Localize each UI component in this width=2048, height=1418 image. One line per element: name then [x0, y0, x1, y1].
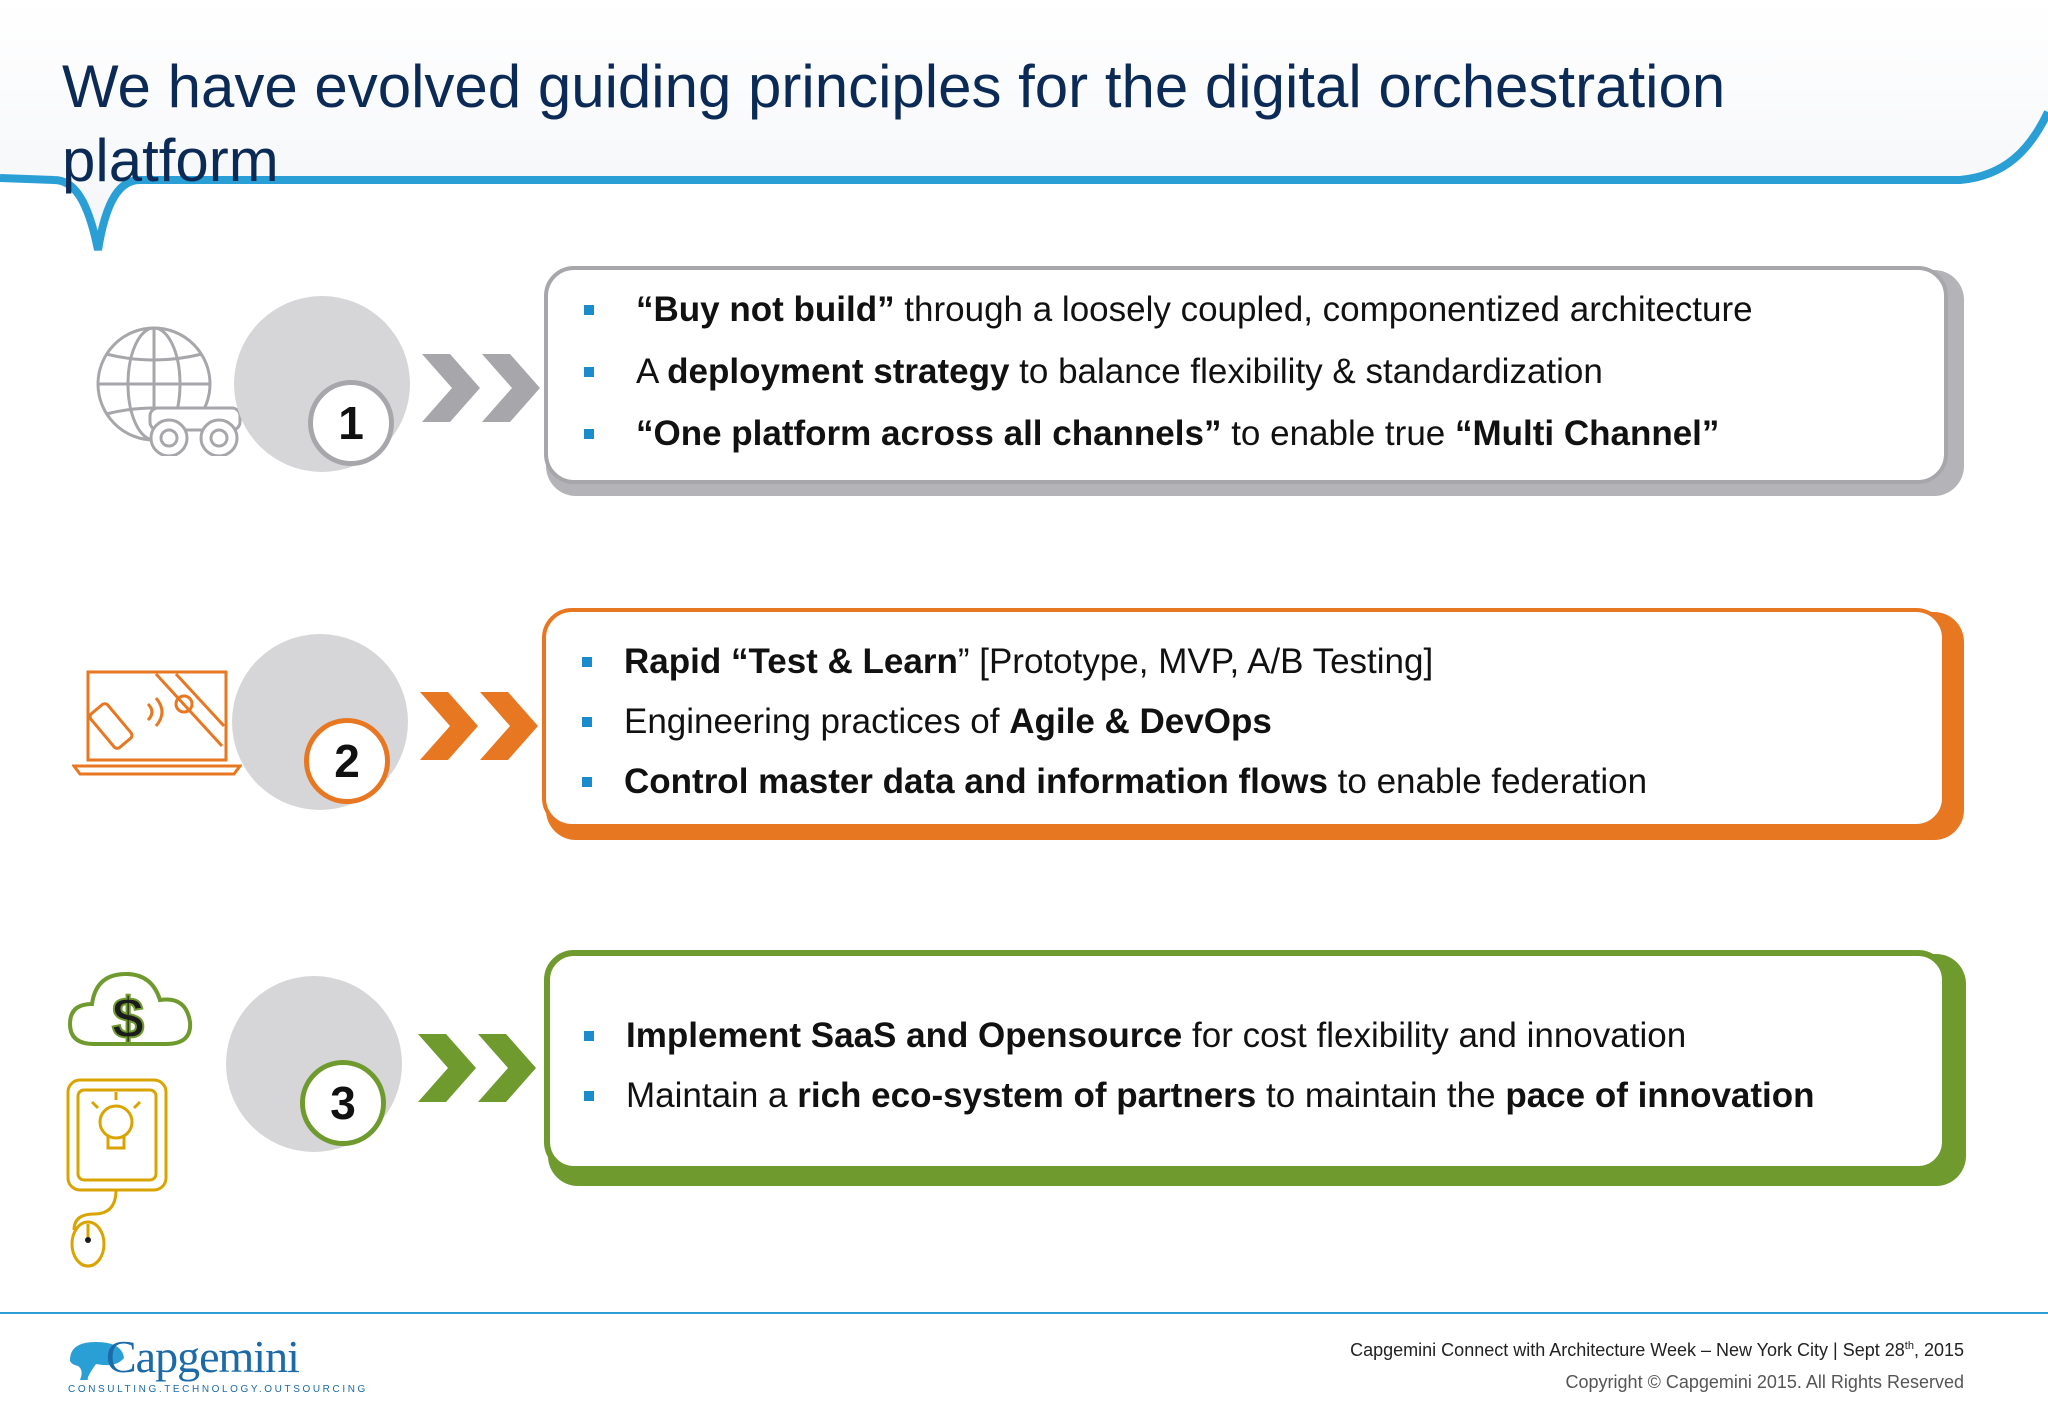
- principle-number: 1: [308, 380, 394, 466]
- principle-row-2: 2 Rapid “Test & Learn” [Prototype, MVP, …: [0, 600, 2048, 860]
- bullet-square: [584, 367, 594, 377]
- bullet-text: “Buy not build” through a loosely couple…: [636, 290, 1753, 329]
- bullet-text: Control master data and information flow…: [624, 762, 1647, 801]
- text-run: through a loosely coupled, componentized…: [894, 290, 1753, 329]
- bullet-item: Engineering practices of Agile & DevOps: [582, 702, 1647, 742]
- double-chevron-icon: [422, 354, 540, 422]
- capgemini-logo: Capgemini CONSULTING.TECHNOLOGY.OUTSOURC…: [66, 1330, 365, 1400]
- bold-text-run: Rapid “Test & Learn: [624, 642, 958, 681]
- bullet-list: Rapid “Test & Learn” [Prototype, MVP, A/…: [582, 642, 1647, 802]
- logo-tagline: CONSULTING.TECHNOLOGY.OUTSOURCING: [68, 1384, 368, 1395]
- bullet-text: Implement SaaS and Opensource for cost f…: [626, 1016, 1686, 1055]
- bullet-item: Maintain a rich eco-system of partners t…: [584, 1076, 1815, 1116]
- principle-row-3: $ 3 Implement SaaS and Ope: [0, 940, 2048, 1268]
- principle-card-2: Rapid “Test & Learn” [Prototype, MVP, A/…: [542, 608, 1946, 828]
- bullet-square: [584, 305, 594, 315]
- bullet-item: A deployment strategy to balance flexibi…: [584, 352, 1753, 392]
- text-run: to enable federation: [1327, 762, 1648, 801]
- principle-card-1: “Buy not build” through a loosely couple…: [544, 266, 1948, 484]
- cloud-dollar-lightbulb-icon: $: [66, 971, 193, 1268]
- bullet-square: [582, 717, 592, 727]
- bullet-square: [584, 429, 594, 439]
- bold-text-run: deployment strategy: [667, 352, 1010, 391]
- double-chevron-icon: [420, 692, 538, 760]
- bold-text-run: “Multi Channel”: [1454, 414, 1720, 453]
- text-run: ” [Prototype, MVP, A/B Testing]: [957, 642, 1434, 681]
- text-run: to balance flexibility & standardization: [1009, 352, 1603, 391]
- footer-copyright: Copyright © Capgemini 2015. All Rights R…: [1565, 1372, 1964, 1392]
- text-run: to enable true: [1221, 414, 1455, 453]
- bold-text-run: “Buy not build”: [636, 290, 895, 329]
- laptop-mobile-signal-icon: [72, 670, 242, 776]
- principle-number: 2: [304, 718, 390, 804]
- logo-wordmark: Capgemini: [106, 1331, 300, 1382]
- bullet-text: Engineering practices of Agile & DevOps: [624, 702, 1272, 741]
- principle-row-1: 1 “Buy not build” through a loosely coup…: [0, 260, 2048, 520]
- footer-event: Capgemini Connect with Architecture Week…: [1350, 1340, 1964, 1361]
- bullet-square: [584, 1031, 594, 1041]
- footer-event-text: Capgemini Connect with Architecture Week…: [1350, 1340, 1905, 1360]
- bullet-list: Implement SaaS and Opensource for cost f…: [584, 1016, 1815, 1116]
- text-run: A: [636, 352, 668, 391]
- bullet-text: “One platform across all channels” to en…: [636, 414, 1719, 453]
- footer-event-sup: th: [1904, 1340, 1914, 1352]
- text-run: Engineering practices of: [624, 702, 1010, 741]
- bullet-item: “Buy not build” through a loosely couple…: [584, 290, 1753, 330]
- double-chevron-icon: [418, 1034, 536, 1102]
- bold-text-run: Agile & DevOps: [1009, 702, 1272, 741]
- bullet-item: Rapid “Test & Learn” [Prototype, MVP, A/…: [582, 642, 1647, 682]
- bullet-text: Maintain a rich eco-system of partners t…: [626, 1076, 1815, 1115]
- principle-number: 3: [300, 1060, 386, 1146]
- bullet-text: Rapid “Test & Learn” [Prototype, MVP, A/…: [624, 642, 1433, 681]
- bold-text-run: pace of innovation: [1505, 1076, 1815, 1115]
- bullet-text: A deployment strategy to balance flexibi…: [636, 352, 1603, 391]
- principle-card-3: Implement SaaS and Opensource for cost f…: [544, 950, 1948, 1172]
- page-title: We have evolved guiding principles for t…: [62, 53, 1726, 195]
- svg-text:$: $: [112, 986, 144, 1051]
- bold-text-run: Implement SaaS and Opensource: [626, 1016, 1183, 1055]
- bullet-square: [582, 657, 592, 667]
- bullet-item: Control master data and information flow…: [582, 762, 1647, 802]
- spade-icon: [70, 1342, 124, 1380]
- text-run: to maintain the: [1256, 1076, 1506, 1115]
- footer-event-year: , 2015: [1913, 1340, 1964, 1360]
- bullet-item: “One platform across all channels” to en…: [584, 414, 1753, 454]
- bullet-item: Implement SaaS and Opensource for cost f…: [584, 1016, 1815, 1056]
- text-run: Maintain a: [626, 1076, 798, 1115]
- globe-binoculars-icon: [96, 326, 242, 456]
- bold-text-run: Control master data and information flow…: [624, 762, 1328, 801]
- bullet-square: [582, 777, 592, 787]
- bullet-list: “Buy not build” through a loosely couple…: [584, 290, 1753, 454]
- footer-divider: [0, 1312, 2048, 1314]
- text-run: for cost flexibility and innovation: [1182, 1016, 1687, 1055]
- bold-text-run: “One platform across all channels”: [636, 414, 1222, 453]
- bold-text-run: rich eco-system of partners: [797, 1076, 1257, 1115]
- header-swoosh: [0, 0, 2048, 251]
- bullet-square: [584, 1091, 594, 1101]
